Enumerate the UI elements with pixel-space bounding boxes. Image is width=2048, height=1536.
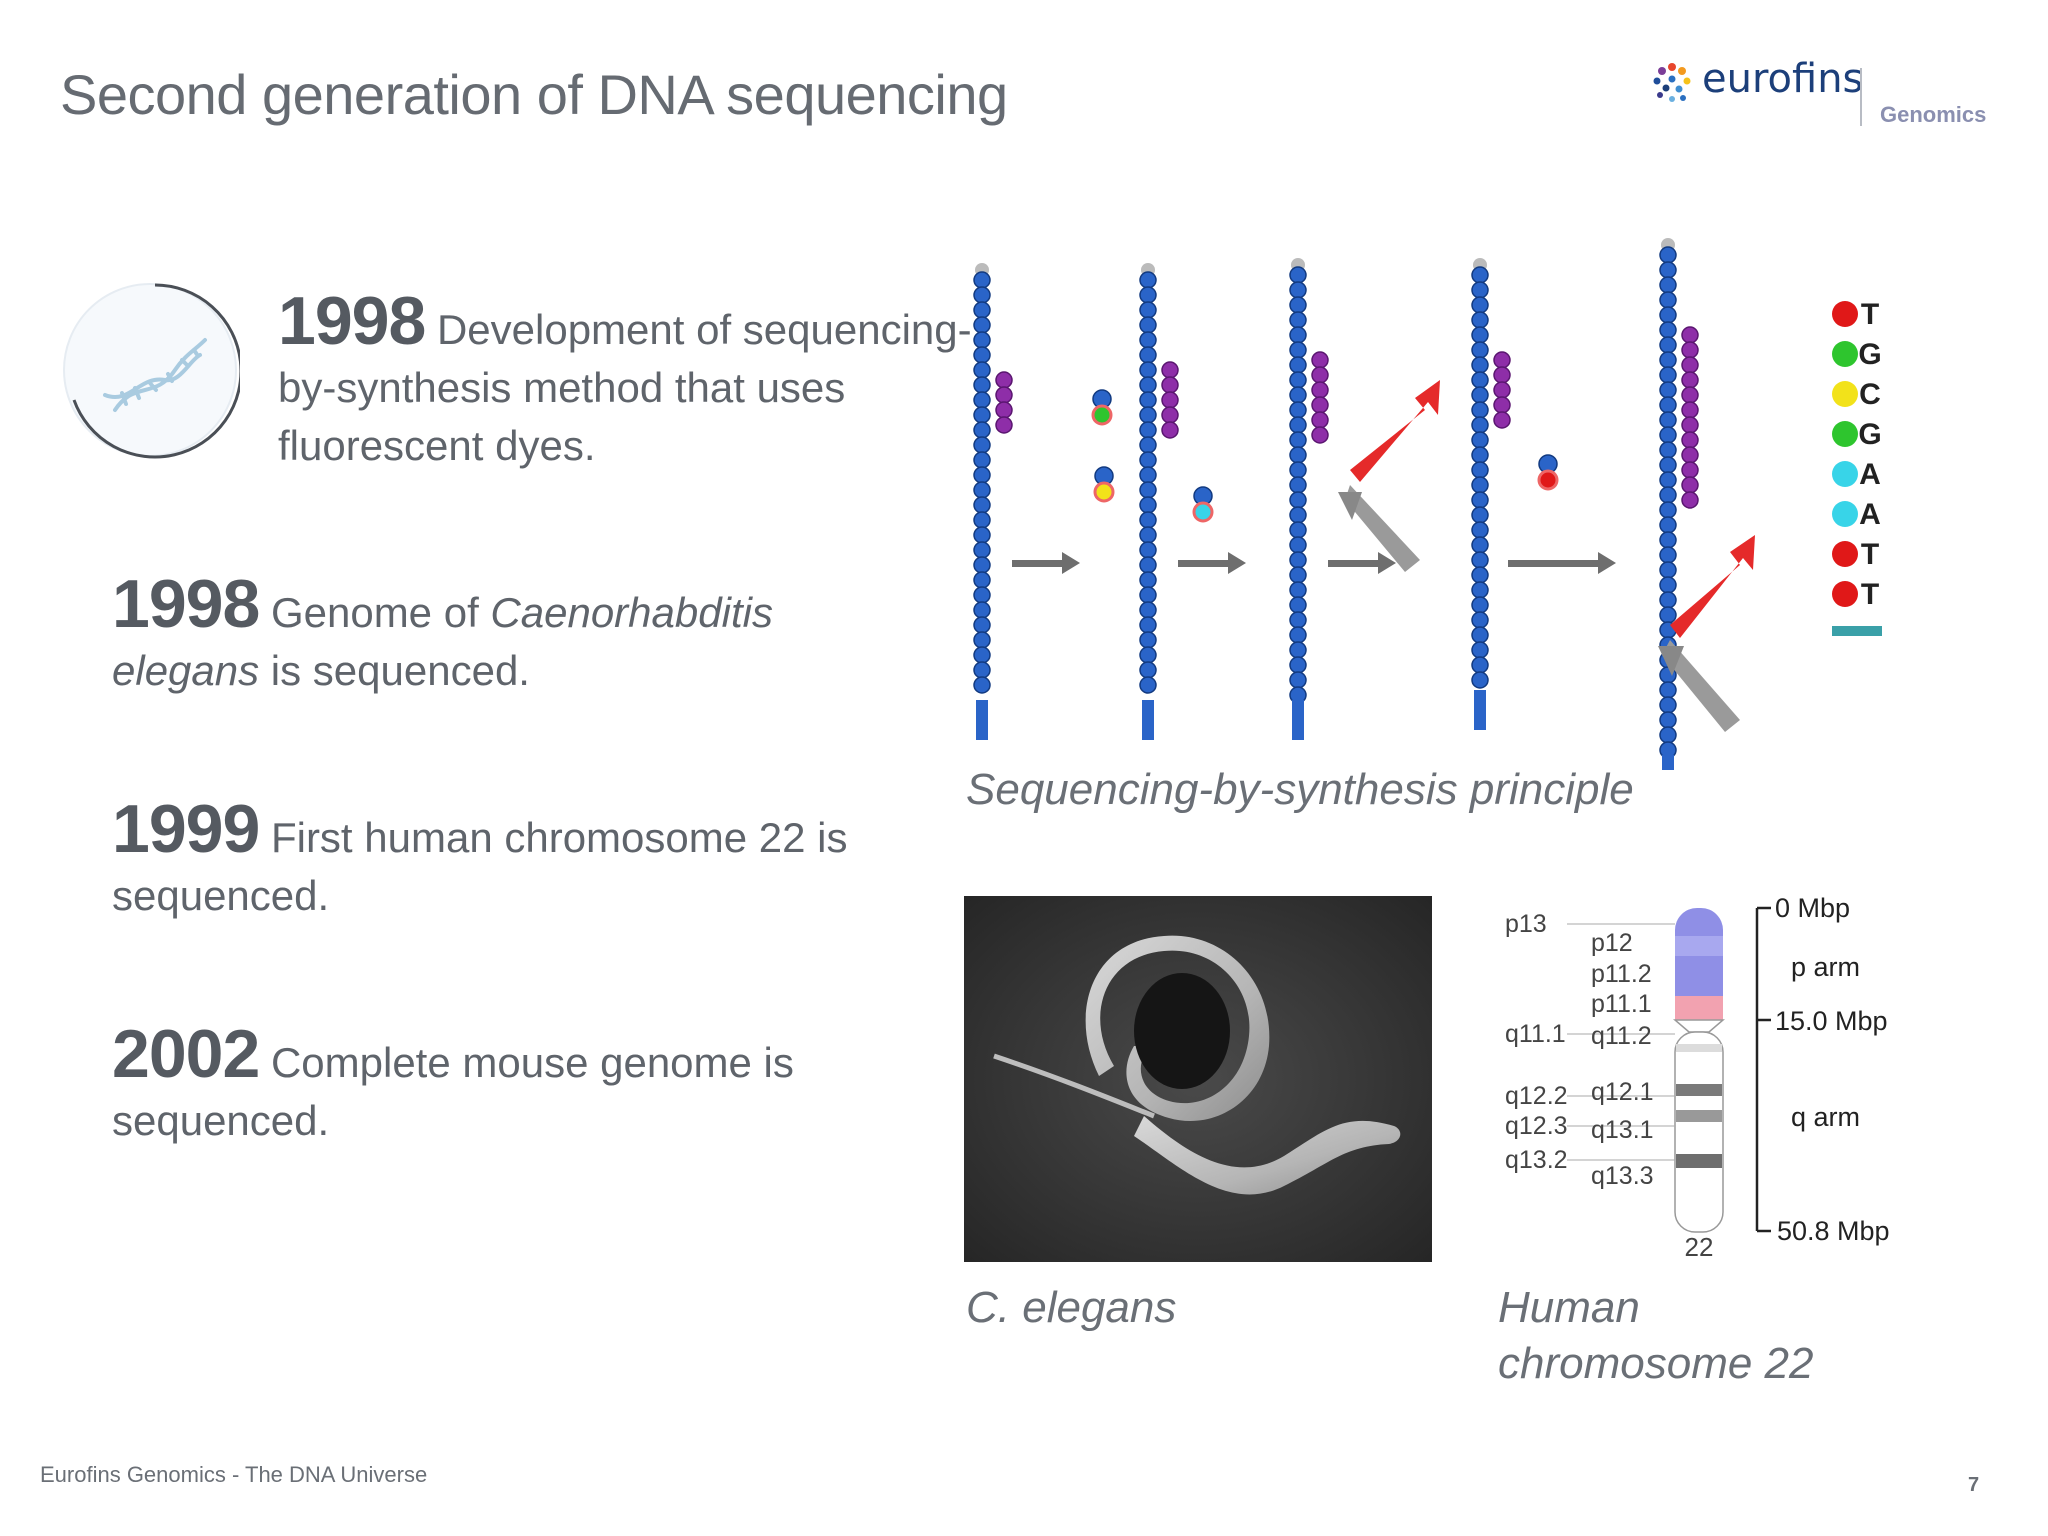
sbs-caption: Sequencing-by-synthesis principle <box>966 765 1634 814</box>
process-arrow <box>1328 552 1396 574</box>
base-dot <box>1832 341 1858 367</box>
band-label-left: q12.3 <box>1505 1112 1568 1140</box>
eurofins-logo-icon <box>1653 63 1691 102</box>
entry-year: 1999 <box>112 791 260 867</box>
base-call: A <box>1832 458 1881 491</box>
scale-label: 15.0 Mbp <box>1775 1006 1888 1036</box>
c-elegans-photo <box>964 896 1432 1262</box>
entry-species-name: Caenorhabditis elegans <box>112 589 773 694</box>
base-letter: A <box>1859 458 1881 491</box>
band-label-right: q13.3 <box>1591 1162 1654 1190</box>
base-call: C <box>1832 378 1881 411</box>
scale-label: 0 Mbp <box>1775 896 1850 923</box>
free-nucleotide <box>1537 454 1559 491</box>
dna-icon <box>63 283 240 459</box>
scale-label: p arm <box>1791 952 1860 982</box>
timeline-entry-1999: 1999 First human chromosome 22 is sequen… <box>112 795 932 925</box>
base-call: T <box>1832 538 1879 571</box>
dna-strand <box>1659 238 1699 770</box>
entry-text: Development of sequencing-by-synthesis m… <box>278 306 972 469</box>
band-label-left: p13 <box>1505 910 1547 938</box>
base-call: G <box>1832 338 1882 371</box>
emission-arrow <box>1658 535 1755 732</box>
dna-strand <box>1289 258 1329 740</box>
base-letter: G <box>1858 338 1881 371</box>
base-dot <box>1832 581 1858 607</box>
base-dot <box>1832 461 1858 487</box>
entry-text-before: Genome of <box>270 589 491 636</box>
entry-year: 1998 <box>278 283 426 359</box>
timeline-entry-1998-sbs: 1998 Development of sequencing-by-synthe… <box>278 287 978 475</box>
process-arrow <box>1508 552 1616 574</box>
entry-text: Complete mouse genome is sequenced. <box>112 1039 794 1144</box>
timeline-entry-2002: 2002 Complete mouse genome is sequenced. <box>112 1020 932 1150</box>
base-letter: T <box>1861 578 1879 611</box>
base-letter: T <box>1861 298 1879 331</box>
band-label-right: q12.1 <box>1591 1078 1654 1106</box>
base-dot <box>1832 301 1858 327</box>
timeline-entry-1998-elegans: 1998 Genome of Caenorhabditis elegans is… <box>112 570 912 700</box>
band-label-right: p11.1 <box>1591 990 1652 1018</box>
free-nucleotide <box>1093 466 1115 503</box>
base-call: A <box>1832 498 1881 531</box>
base-dot <box>1832 501 1858 527</box>
scale-bracket <box>1755 906 1771 1233</box>
entry-year: 2002 <box>112 1016 260 1092</box>
free-nucleotide <box>1091 389 1113 426</box>
dna-strand <box>973 263 1013 740</box>
band-label-left: q13.2 <box>1505 1146 1568 1174</box>
c-elegans-caption: C. elegans <box>966 1283 1177 1332</box>
logo-subtitle: Genomics <box>1880 102 1987 127</box>
footer-text: Eurofins Genomics - The DNA Universe <box>40 1462 428 1487</box>
base-call: T <box>1832 298 1879 331</box>
page-number: 7 <box>1968 1474 1980 1496</box>
band-label-right: q11.2 <box>1591 1022 1652 1050</box>
base-dot <box>1832 421 1858 447</box>
free-nucleotide <box>1192 486 1214 523</box>
band-label-right: p11.2 <box>1591 960 1652 988</box>
band-label-right: q13.1 <box>1591 1116 1654 1144</box>
base-dot <box>1832 381 1858 407</box>
base-call: T <box>1832 578 1879 611</box>
chromosome-number: 22 <box>1685 1232 1714 1262</box>
chromosome-body <box>1672 908 1726 1233</box>
legend-base <box>1832 626 1882 636</box>
entry-year: 1998 <box>112 566 260 642</box>
base-letter: T <box>1861 538 1879 571</box>
dna-strand <box>1139 263 1179 740</box>
band-label-right: p12 <box>1591 929 1633 957</box>
logo-divider <box>1860 68 1862 126</box>
base-letter: G <box>1858 418 1881 451</box>
logo-wordmark: eurofins <box>1702 56 1864 102</box>
process-arrow <box>1012 552 1080 574</box>
dna-strand <box>1471 258 1511 730</box>
chromosome-caption: Human chromosome 22 <box>1498 1283 1814 1388</box>
base-call: G <box>1832 418 1882 451</box>
band-label-left: q12.2 <box>1505 1082 1568 1110</box>
entry-text: First human chromosome 22 is sequenced. <box>112 814 848 919</box>
base-letter: A <box>1859 498 1881 531</box>
emission-arrow <box>1338 380 1440 572</box>
base-dot <box>1832 541 1858 567</box>
entry-text-after: is sequenced. <box>259 647 530 694</box>
eurofins-logo: eurofins Genomics <box>1652 56 1992 136</box>
page-title: Second generation of DNA sequencing <box>60 63 1008 126</box>
band-label-left: q11.1 <box>1505 1020 1566 1048</box>
base-letter: C <box>1859 378 1881 411</box>
scale-label: 50.8 Mbp <box>1777 1216 1890 1246</box>
process-arrow <box>1178 552 1246 574</box>
scale-label: q arm <box>1791 1102 1860 1132</box>
